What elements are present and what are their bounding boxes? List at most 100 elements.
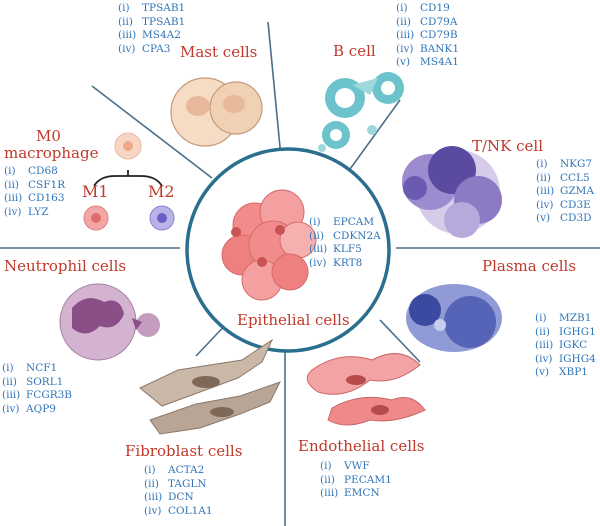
tnk-title: T/NK cell (472, 137, 544, 155)
neutrophil-title: Neutrophil cells (4, 257, 127, 275)
divider-line (91, 85, 213, 179)
marker-index: (iii) (396, 29, 415, 42)
marker-gene: MS4A2 (142, 29, 181, 42)
marker-index: (iii) (118, 29, 137, 42)
marker-index: (i) (309, 216, 321, 228)
marker-gene: LYZ (28, 205, 49, 218)
marker-gene: CSF1R (28, 178, 66, 191)
marker-gene: CPA3 (142, 42, 171, 55)
macrophage-title-line1: M0 (36, 127, 61, 145)
marker-row: (iv)COL1A1 (144, 505, 213, 519)
tnk-markers: (i) NKG7 (ii) CCL5 (iii) GZMA (iv) CD3E(v)CD3D (536, 158, 594, 226)
marker-index: (i) (320, 460, 332, 472)
marker-gene: CDKN2A (333, 229, 381, 242)
fibroblast-markers: (i)ACTA2(ii)TAGLN(iii)DCN(iv)COL1A1 (144, 464, 213, 518)
marker-gene: SORL1 (26, 375, 64, 388)
marker-gene: NCF1 (26, 362, 58, 374)
neutrophil-markers: (i) NCF1 (ii) SORL1(iii)FCGR3B(iv)AQP9 (2, 362, 72, 416)
marker-row: (iv)BANK1 (396, 43, 459, 57)
marker-row: (iii)CD79B (396, 29, 459, 43)
marker-gene: IGHG1 (559, 325, 596, 338)
marker-index: (ii) (535, 325, 550, 338)
marker-index: (ii) (396, 15, 411, 28)
marker-row: (ii) CSF1R (4, 179, 65, 193)
marker-row: (iii) MS4A2 (118, 29, 185, 43)
marker-gene: CD68 (28, 165, 58, 177)
marker-row: (iii) GZMA (536, 185, 594, 199)
macrophage-icon (83, 132, 175, 231)
marker-gene: NKG7 (560, 158, 593, 170)
marker-index: (i) (396, 2, 408, 14)
center-markers: (i)EPCAM(ii) CDKN2A (iii) KLF5(iv)KRT8 (309, 216, 381, 270)
divider-line (267, 21, 283, 169)
marker-gene: TAGLN (168, 477, 207, 490)
fibroblast-title: Fibroblast cells (125, 442, 243, 460)
marker-gene: MZB1 (559, 312, 592, 324)
plasma-cell-icon (406, 284, 502, 352)
marker-index: (iv) (4, 205, 22, 218)
marker-row: (v)XBP1 (535, 366, 596, 380)
marker-gene: CCL5 (560, 171, 590, 184)
marker-row: (v)CD3D (536, 212, 594, 226)
marker-gene: GZMA (560, 185, 595, 198)
mast-markers: (i)TPSAB1(ii)TPSAB1(iii)MS4A2(iv)CPA3 (118, 2, 185, 56)
marker-row: (iv)KRT8 (309, 257, 381, 271)
marker-index: (iii) (309, 243, 328, 256)
marker-index: (i) (144, 464, 156, 476)
marker-gene: MS4A1 (420, 56, 459, 69)
marker-gene: CD3E (560, 198, 591, 211)
marker-row: (ii) CDKN2A (309, 230, 381, 244)
bcell-title: B cell (333, 42, 376, 60)
center-title: Epithelial cells (237, 311, 350, 329)
marker-gene: KLF5 (333, 243, 362, 256)
endothelial-title: Endothelial cells (298, 437, 425, 455)
marker-row: (i) MZB1 (535, 312, 596, 326)
marker-gene: COL1A1 (168, 504, 213, 517)
marker-row: (ii) PECAM1 (320, 474, 392, 488)
marker-gene: IGKC (559, 339, 588, 352)
marker-gene: ACTA2 (168, 464, 205, 476)
marker-index: (ii) (4, 178, 19, 191)
marker-index: (ii) (118, 15, 133, 28)
fibroblast-cell-icon (139, 338, 281, 435)
marker-index: (iv) (536, 198, 554, 211)
marker-row: (i)CD19 (396, 2, 459, 16)
marker-index: (i) (536, 158, 548, 170)
marker-gene: PECAM1 (344, 473, 392, 486)
marker-index: (ii) (144, 477, 159, 490)
plasma-title: Plasma cells (482, 257, 577, 275)
marker-row: (i)EPCAM (309, 216, 381, 230)
marker-index: (i) (535, 312, 547, 324)
marker-gene: CD163 (28, 192, 65, 205)
m2-label: M2 (148, 182, 175, 201)
marker-row: (iii)EMCN (320, 487, 392, 501)
marker-index: (iii) (144, 491, 163, 504)
marker-index: (i) (4, 165, 16, 177)
b-cell-icon (318, 72, 404, 152)
mast-cell-icon (170, 77, 263, 147)
marker-gene: VWF (344, 460, 370, 472)
marker-gene: EMCN (344, 487, 380, 500)
endothelial-markers: (i) VWF (ii) PECAM1(iii)EMCN (320, 460, 392, 501)
marker-index: (iii) (536, 185, 555, 198)
marker-index: (iv) (396, 42, 414, 55)
marker-index: (ii) (536, 171, 551, 184)
marker-gene: CD3D (560, 212, 592, 225)
marker-index: (ii) (309, 229, 324, 242)
marker-gene: AQP9 (26, 402, 56, 415)
marker-index: (iv) (309, 256, 327, 269)
marker-row: (ii) SORL1 (2, 376, 72, 390)
marker-row: (iv)IGHG4 (535, 353, 596, 367)
mast-title: Mast cells (180, 43, 258, 61)
marker-index: (ii) (2, 375, 17, 388)
marker-gene: IGHG4 (559, 352, 596, 365)
marker-row: (iii)FCGR3B (2, 389, 72, 403)
marker-index: (ii) (320, 473, 335, 486)
marker-row: (iv) LYZ (4, 206, 65, 220)
marker-index: (iii) (2, 389, 21, 402)
marker-row: (ii)TPSAB1 (118, 16, 185, 30)
marker-index: (i) (2, 362, 14, 374)
marker-row: (iv)AQP9 (2, 403, 72, 417)
marker-row: (iv) CD3E (536, 199, 594, 213)
